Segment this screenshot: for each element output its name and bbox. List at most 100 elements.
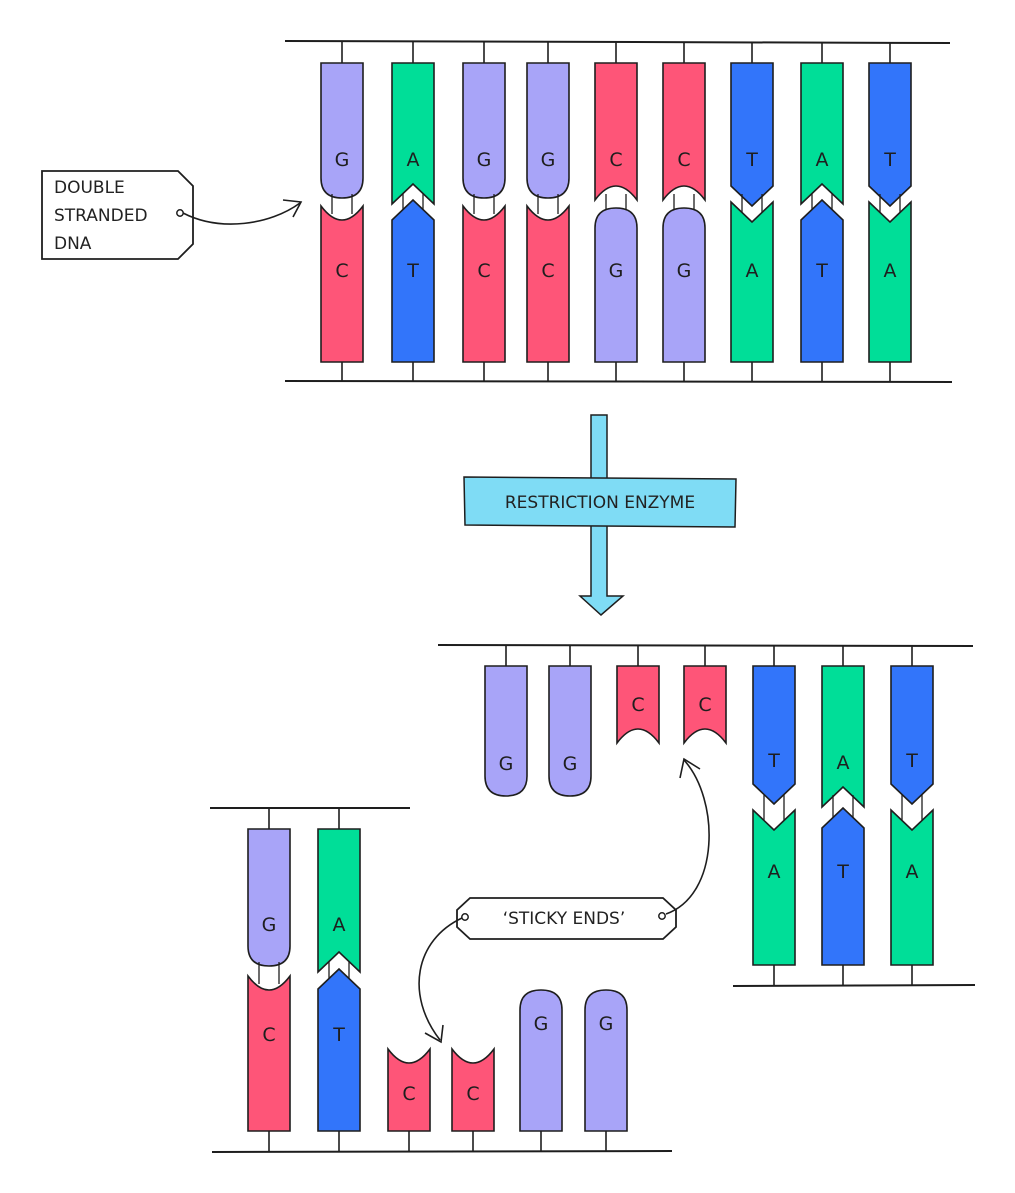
base-G-1: G (548, 646, 592, 797)
base-C-3: C (683, 646, 727, 746)
sticky-arrow-left (418, 917, 463, 1041)
base-T-4: T (752, 646, 796, 806)
base-letter: A (768, 861, 781, 883)
backbone-top (284, 40, 951, 44)
base-A-1: A (317, 808, 361, 974)
base-G-5: G (584, 989, 628, 1152)
sticky-arrowhead-left (424, 1024, 444, 1044)
base-A-body (317, 828, 361, 974)
base-letter: T (836, 861, 849, 883)
base-G-body (462, 62, 506, 199)
base-G-0: G (484, 646, 528, 797)
base-letter: T (883, 149, 896, 171)
base-C-body (462, 203, 506, 363)
base-T-1: T (391, 198, 435, 382)
base-G-3: G (526, 42, 570, 199)
base-G-0: G (247, 808, 291, 967)
base-T-body (800, 198, 844, 363)
base-T-8: T (868, 42, 912, 208)
base-C-body (247, 973, 291, 1132)
base-letter: C (609, 149, 622, 171)
base-C-body (594, 62, 638, 203)
right-backbone-top (437, 644, 974, 647)
enzyme-label-box (463, 476, 737, 528)
sticky-ends-tag: ‘STICKY ENDS’ (418, 757, 710, 1044)
base-A-body (821, 665, 865, 809)
base-letter: T (815, 260, 828, 282)
base-letter: C (402, 1083, 415, 1105)
base-letter: G (541, 149, 556, 171)
base-G-body (662, 207, 706, 363)
base-G-body (584, 989, 628, 1132)
base-G-body (594, 207, 638, 363)
base-C-2: C (462, 203, 506, 382)
base-C-body (526, 203, 570, 363)
right-backbone-bottom (732, 984, 976, 987)
base-A-0: A (752, 808, 796, 985)
base-C-3: C (451, 1046, 495, 1152)
enzyme-label: RESTRICTION ENZYME (505, 493, 695, 513)
base-T-body (868, 62, 912, 208)
base-G-body (484, 665, 528, 797)
base-T-body (391, 198, 435, 363)
base-letter: C (477, 260, 490, 282)
base-letter: G (477, 149, 492, 171)
sticky-hole-right (658, 912, 666, 920)
base-letter: T (745, 149, 758, 171)
base-C-body (387, 1046, 431, 1132)
base-G-body (519, 989, 563, 1132)
tag-line-3: DNA (54, 234, 92, 254)
tag-pointer-arrowhead (282, 199, 303, 218)
sticky-arrowhead-right (679, 757, 701, 779)
base-letter: T (332, 1024, 345, 1046)
base-A-body (800, 62, 844, 206)
base-A-1: A (391, 42, 435, 206)
base-letter: G (262, 914, 277, 936)
base-C-4: C (594, 42, 638, 203)
base-A-2: A (890, 808, 934, 985)
restriction-enzyme-arrow: RESTRICTION ENZYME (463, 414, 737, 617)
base-T-1: T (317, 967, 361, 1152)
base-A-8: A (868, 200, 912, 382)
tag-hole (176, 209, 184, 217)
base-T-1: T (821, 806, 865, 985)
base-G-5: G (662, 207, 706, 382)
base-G-body (526, 62, 570, 199)
base-G-4: G (519, 989, 563, 1152)
base-T-7: T (800, 198, 844, 382)
base-letter: G (335, 149, 350, 171)
backbone-bottom (284, 380, 953, 383)
base-A-body (868, 200, 912, 363)
double-stranded-dna-tag: DOUBLE STRANDED DNA (41, 170, 303, 260)
tag-pointer-arrow (182, 202, 301, 225)
base-letter: A (407, 149, 420, 171)
base-letter: A (816, 149, 829, 171)
base-letter: C (541, 260, 554, 282)
base-letter: T (767, 750, 780, 772)
base-letter: G (534, 1013, 549, 1035)
base-C-body (683, 665, 727, 746)
base-C-2: C (616, 646, 660, 746)
tag-line-1: DOUBLE (54, 178, 125, 198)
base-T-6: T (890, 646, 934, 806)
base-C-2: C (387, 1046, 431, 1152)
base-C-body (616, 665, 660, 746)
base-A-body (752, 808, 796, 966)
base-letter: G (499, 753, 514, 775)
base-C-body (320, 203, 364, 363)
base-A-body (890, 808, 934, 966)
base-G-body (548, 665, 592, 797)
base-letter: G (677, 260, 692, 282)
base-C-0: C (247, 973, 291, 1152)
sticky-hole-left (461, 913, 469, 921)
base-letter: A (837, 752, 850, 774)
sticky-arrow-right (665, 759, 710, 915)
base-G-body (320, 62, 364, 199)
